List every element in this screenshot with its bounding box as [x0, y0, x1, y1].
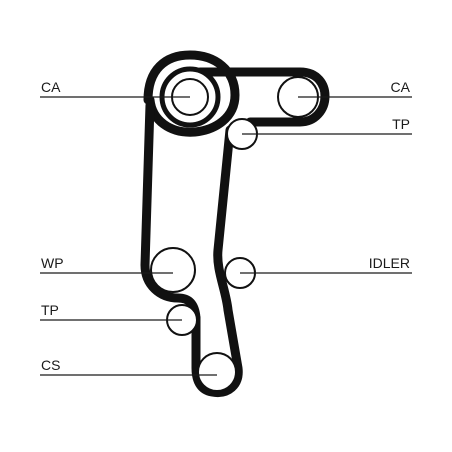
label-idler: IDLER — [369, 255, 410, 271]
leader-lines — [40, 96, 412, 376]
crankshaft-pulley — [197, 352, 237, 392]
label-ca-left: CA — [41, 79, 61, 95]
timing-belt — [140, 50, 330, 398]
label-cs: CS — [41, 357, 60, 373]
label-ca-right: CA — [391, 79, 411, 95]
label-wp: WP — [41, 255, 64, 271]
labels: CA CA TP WP IDLER TP CS — [41, 79, 411, 373]
water-pump-pulley — [150, 247, 196, 293]
label-tp-left: TP — [41, 302, 59, 318]
label-tp-right: TP — [392, 116, 410, 132]
